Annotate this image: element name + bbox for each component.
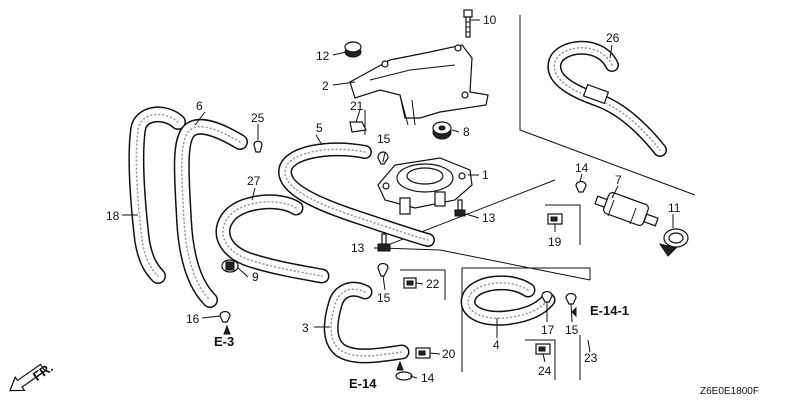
- callout-11: 11: [668, 201, 681, 215]
- clip-15-right: [565, 292, 577, 305]
- clip-21: [349, 121, 367, 133]
- callout-27: 27: [247, 174, 261, 188]
- callout-9: 9: [252, 270, 259, 284]
- reference-arrows: [223, 306, 577, 371]
- clip-14-lower: [395, 371, 413, 381]
- callout-23: 23: [584, 351, 598, 365]
- callout-15-lower: 15: [377, 291, 391, 305]
- callout-20: 20: [442, 347, 456, 361]
- callout-13-lower: 13: [351, 241, 365, 255]
- callout-24: 24: [538, 364, 552, 378]
- diagram-code: Z6E0E1800F: [700, 386, 759, 397]
- front-indicator-label: FR.: [30, 360, 56, 384]
- grommet-12: [344, 41, 362, 58]
- reference-e3: E-3: [214, 334, 234, 349]
- callout-25: 25: [251, 111, 265, 125]
- clip-25: [253, 140, 263, 153]
- callout-1: 1: [482, 168, 489, 182]
- callout-8: 8: [463, 125, 470, 139]
- callout-15-upper: 15: [377, 132, 391, 146]
- reference-e14-1: E-14-1: [590, 303, 629, 318]
- callout-19: 19: [548, 235, 562, 249]
- callout-21: 21: [350, 99, 364, 113]
- clip-9: [221, 259, 239, 273]
- callout-3: 3: [302, 321, 309, 335]
- bracket-2: [349, 44, 489, 126]
- grommet-8: [432, 121, 452, 140]
- clip-24: [535, 343, 551, 355]
- reference-labels: E-3 E-14 E-14-1: [214, 303, 629, 391]
- callout-15-right: 15: [565, 323, 579, 337]
- bolt-13-upper: [454, 199, 466, 217]
- clip-16: [219, 310, 231, 323]
- reference-e14: E-14: [349, 376, 377, 391]
- hose-6: [173, 118, 248, 308]
- clip-19: [547, 213, 563, 225]
- callout-12: 12: [316, 49, 330, 63]
- callout-16: 16: [186, 312, 200, 326]
- front-indicator: FR.: [9, 360, 56, 392]
- strainer-11: [658, 228, 689, 257]
- hose-18: [128, 106, 186, 284]
- callout-22: 22: [426, 277, 440, 291]
- clip-15-upper: [377, 151, 389, 165]
- hose-4: [460, 275, 556, 326]
- callout-14-upper: 14: [575, 161, 589, 175]
- hose-27: [215, 194, 330, 284]
- callout-14-lower: 14: [421, 371, 435, 385]
- hose-5: [278, 142, 435, 247]
- bolt-10: [463, 9, 473, 38]
- callout-4: 4: [493, 338, 500, 352]
- clip-20: [415, 347, 431, 359]
- callout-5: 5: [316, 121, 323, 135]
- callout-2: 2: [322, 79, 329, 93]
- hose-3: [323, 281, 410, 364]
- callout-10: 10: [483, 13, 497, 27]
- clip-15-lower: [377, 262, 389, 277]
- fuel-pump-1: [377, 157, 473, 215]
- hose-26: [547, 40, 667, 157]
- callout-6: 6: [196, 99, 203, 113]
- clip-17: [541, 290, 553, 303]
- callout-17: 17: [541, 323, 555, 337]
- fuel-filter-7: [594, 192, 659, 227]
- clip-14-upper: [575, 180, 587, 193]
- callout-7: 7: [615, 173, 622, 187]
- callout-26: 26: [606, 31, 620, 45]
- callout-18: 18: [106, 209, 120, 223]
- callout-13-upper: 13: [482, 211, 496, 225]
- leader-lines: [122, 19, 674, 379]
- callout-labels: 10 12 2 21 8 15 1 13 13 5 6 25 27 18 9 1…: [106, 13, 681, 385]
- clip-22: [403, 277, 417, 289]
